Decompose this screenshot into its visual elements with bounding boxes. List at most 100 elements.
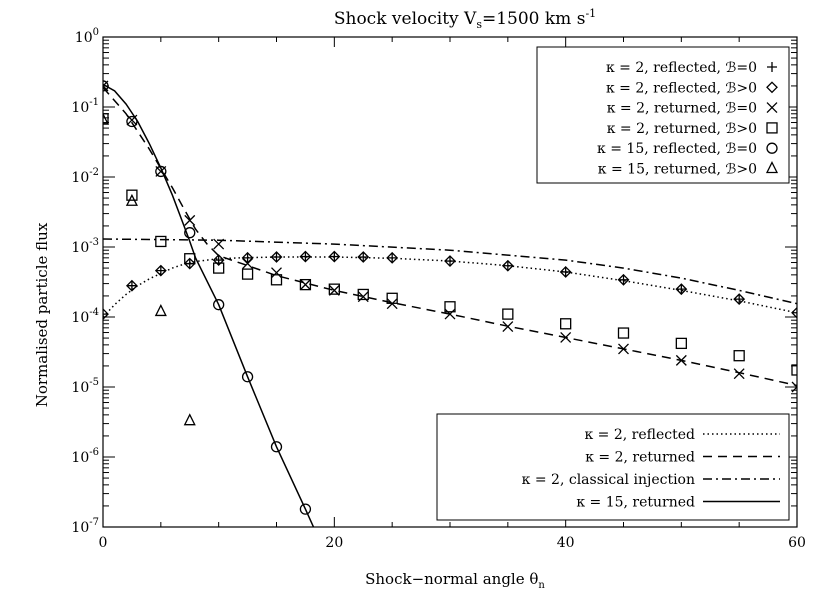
- data-point-cross: [184, 214, 196, 226]
- y-tick-base: 10: [75, 30, 93, 46]
- y-axis-label: Normalised particle flux: [33, 222, 51, 407]
- plus-marker: [734, 294, 745, 305]
- data-point-cross: [791, 381, 797, 393]
- plot-frame: [102, 36, 798, 528]
- data-point-diamond: [328, 250, 341, 263]
- data-point-plus: [329, 251, 340, 262]
- diamond-marker: [125, 279, 138, 292]
- diamond-marker: [103, 308, 109, 321]
- diamond-marker: [791, 306, 797, 319]
- y-tick-exponent: 0: [93, 27, 99, 38]
- data-point-diamond: [675, 283, 688, 296]
- y-tick-exponent: -1: [89, 97, 99, 108]
- y-tick-exponent: -5: [89, 377, 99, 388]
- data-point-plus: [445, 256, 455, 267]
- square-marker: [502, 308, 514, 320]
- diamond-marker: [183, 257, 196, 270]
- circle-marker: [766, 142, 778, 154]
- cross-marker: [502, 321, 514, 333]
- square-marker: [241, 268, 254, 280]
- data-point-diamond: [270, 251, 283, 263]
- diamond-marker: [386, 251, 399, 264]
- circle-marker: [241, 371, 254, 383]
- diamond-marker: [766, 81, 778, 94]
- triangle-marker: [125, 193, 138, 206]
- cross-marker: [126, 114, 138, 126]
- circle-marker: [299, 503, 312, 515]
- plus-marker: [445, 256, 455, 267]
- cross-marker: [618, 343, 629, 355]
- data-point-triangle: [103, 112, 110, 125]
- square-marker: [270, 274, 283, 286]
- data-point-square: [241, 268, 254, 280]
- data-point-plus: [103, 309, 108, 320]
- data-point-plus: [676, 284, 687, 295]
- x-tick-label: 60: [788, 535, 806, 551]
- data-point-circle: [213, 299, 225, 311]
- data-point-circle: [184, 227, 196, 239]
- data-point-cross: [357, 291, 369, 303]
- y-tick-exponent: -2: [89, 167, 99, 178]
- chart-title: Shock velocity Vs=1500 km s-1: [334, 7, 596, 31]
- data-point-square: [675, 337, 687, 350]
- curve-dotted: [103, 256, 797, 318]
- data-point-square: [328, 283, 340, 295]
- square-marker: [126, 189, 138, 201]
- diamond-marker: [617, 273, 630, 286]
- y-tick-label: 10-2: [71, 167, 99, 186]
- y-tick-exponent: -6: [89, 447, 99, 458]
- triangle-marker: [765, 161, 779, 174]
- legend-top-marker-triangle: [765, 161, 779, 174]
- data-point-circle: [270, 441, 283, 453]
- square-marker: [766, 122, 778, 134]
- diamond-marker: [154, 264, 167, 277]
- data-point-square: [126, 189, 138, 201]
- plus-marker: [155, 265, 166, 276]
- plus-marker: [242, 252, 253, 263]
- cross-marker: [271, 267, 282, 279]
- y-tick-label: 10-1: [71, 97, 99, 116]
- plus-marker: [676, 284, 687, 295]
- plus-marker: [560, 266, 571, 277]
- data-point-cross: [299, 279, 311, 291]
- y-tick-label: 100: [75, 27, 99, 46]
- data-point-cross: [126, 114, 138, 126]
- cross-marker: [213, 238, 225, 250]
- legend-top-label: κ = 15, reflected, ℬ=0: [597, 141, 757, 157]
- plus-marker: [792, 307, 797, 318]
- legend-top-marker-cross: [766, 102, 778, 114]
- square-marker: [560, 318, 572, 330]
- triangle-marker: [183, 413, 196, 426]
- square-marker: [675, 337, 687, 350]
- data-point-plus: [271, 251, 282, 262]
- y-tick-base: 10: [71, 520, 89, 536]
- data-point-square: [791, 364, 797, 376]
- data-point-square: [560, 318, 572, 330]
- data-point-diamond: [444, 255, 456, 267]
- legend-bottom-label: κ = 2, classical injection: [522, 472, 695, 488]
- data-point-cross: [502, 321, 514, 333]
- square-marker: [184, 253, 196, 265]
- triangle-marker: [103, 112, 110, 125]
- data-point-cross: [242, 258, 254, 270]
- diamond-marker: [501, 259, 514, 272]
- square-marker: [328, 283, 340, 295]
- data-point-diamond: [733, 293, 746, 306]
- plus-marker: [502, 260, 513, 271]
- cross-marker: [675, 354, 687, 366]
- y-tick-label: 10-6: [71, 447, 99, 466]
- data-point-cross: [733, 368, 745, 380]
- square-marker: [155, 235, 167, 248]
- square-marker: [103, 113, 109, 125]
- data-point-cross: [444, 308, 456, 320]
- square-marker: [444, 301, 456, 313]
- plus-marker: [103, 309, 108, 320]
- cross-marker: [242, 258, 254, 270]
- data-point-diamond: [125, 279, 138, 292]
- data-point-cross: [560, 332, 572, 343]
- y-tick-base: 10: [71, 100, 89, 116]
- legend-top-label: κ = 2, returned, ℬ>0: [607, 121, 757, 137]
- data-point-plus: [734, 294, 745, 305]
- plus-marker: [300, 251, 311, 262]
